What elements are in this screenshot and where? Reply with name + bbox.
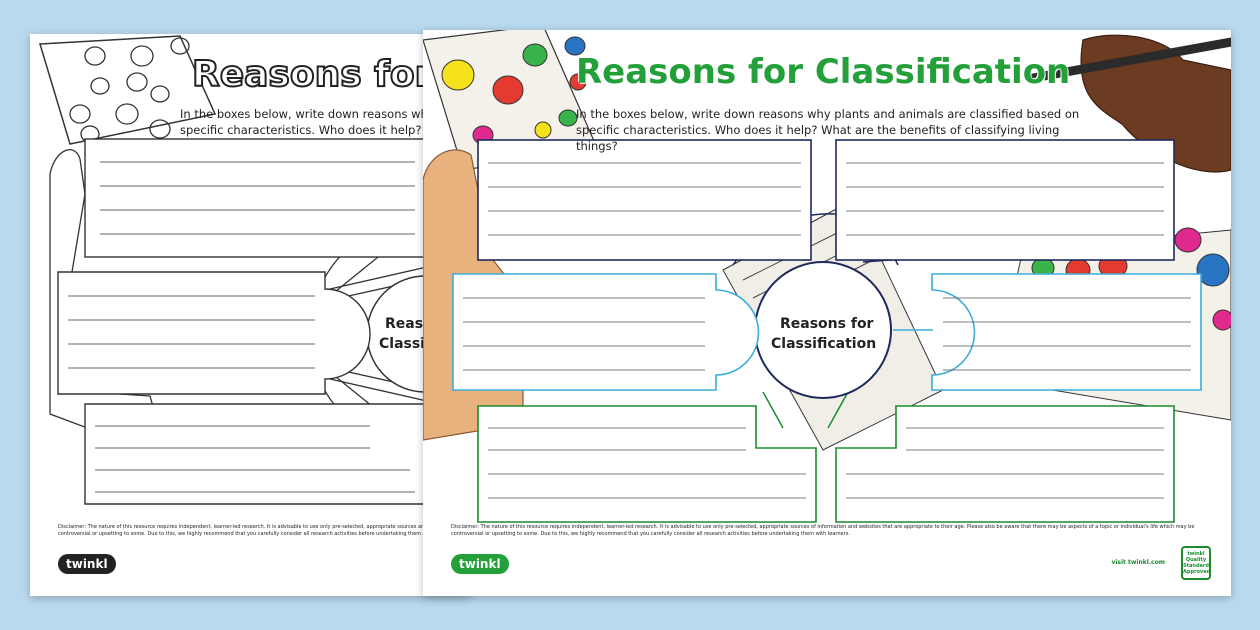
quality-badge-icon: twinkl Quality Standard Approved — [1181, 546, 1211, 580]
twinkl-logo: twinkl — [451, 554, 509, 574]
instructions-back: In the boxes below, write down reasons w… — [180, 107, 437, 137]
worksheet-back: Reas Classific Reasons for C In the boxe… — [30, 34, 470, 596]
illustration-background: Reasons for Classification — [423, 30, 1231, 523]
worksheet-front: Reasons for Classification Reasons for C… — [423, 30, 1231, 596]
center-label-back-1: Reas — [385, 316, 423, 332]
center-label-line1: Reasons for — [780, 316, 874, 332]
disclaimer: Disclaimer: The nature of this resource … — [451, 524, 1195, 537]
visit-link[interactable]: visit twinkl.com — [1111, 559, 1165, 566]
line-art-background: Reas Classific — [39, 35, 470, 505]
disclaimer-back: Disclaimer: The nature of this resource … — [58, 524, 428, 537]
page-title: Reasons for Classification — [576, 52, 1071, 92]
center-label-line2: Classification — [771, 336, 876, 352]
instructions: In the boxes below, write down reasons w… — [576, 107, 1080, 153]
twinkl-logo-back: twinkl — [58, 554, 116, 574]
